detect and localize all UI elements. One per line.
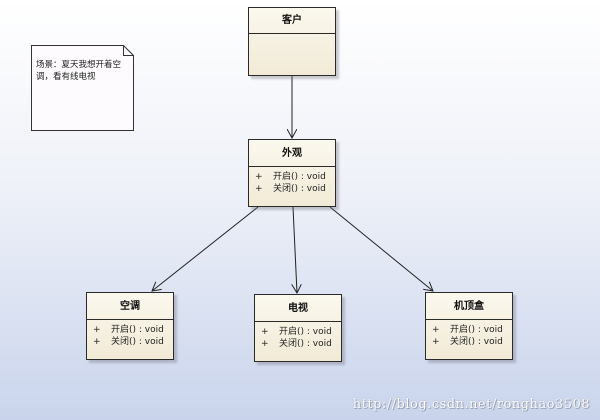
class-settopbox[interactable]: 机顶盒 + 开启() : void + 关闭() : void	[425, 292, 513, 360]
class-aircon-name: 空调	[87, 293, 173, 320]
operation-visibility: +	[261, 327, 269, 337]
operation-row: + 关闭() : void	[255, 183, 335, 195]
operation-visibility: +	[255, 172, 263, 182]
class-tv-operations: + 开启() : void + 关闭() : void	[255, 322, 341, 350]
class-client-name: 客户	[249, 8, 335, 34]
operation-signature: 开启() : void	[111, 325, 164, 335]
class-facade-operations: + 开启() : void + 关闭() : void	[249, 167, 335, 195]
operation-visibility: +	[432, 337, 440, 347]
operation-signature: 关闭() : void	[279, 339, 332, 349]
operation-row: + 开启() : void	[261, 326, 341, 338]
class-aircon[interactable]: 空调 + 开启() : void + 关闭() : void	[86, 292, 174, 360]
arrow-facade-to-settopbox	[329, 206, 433, 291]
class-client[interactable]: 客户	[248, 7, 336, 76]
arrow-facade-to-tv	[293, 206, 297, 293]
operation-visibility: +	[255, 184, 263, 194]
operation-row: + 关闭() : void	[93, 336, 173, 348]
note-shape	[31, 45, 134, 131]
operation-signature: 关闭() : void	[111, 337, 164, 347]
scenario-note[interactable]: 场景：夏天我想开着空调，看有线电视	[31, 45, 134, 131]
operation-row: + 开启() : void	[255, 171, 335, 183]
operation-signature: 开启() : void	[450, 325, 503, 335]
operation-visibility: +	[93, 325, 101, 335]
class-facade-name: 外观	[249, 140, 335, 167]
operation-row: + 开启() : void	[432, 324, 512, 336]
note-text: 场景：夏天我想开着空调，看有线电视	[36, 60, 122, 82]
operation-visibility: +	[261, 339, 269, 349]
operation-row: + 关闭() : void	[432, 336, 512, 348]
operation-signature: 开启() : void	[273, 172, 326, 182]
operation-signature: 关闭() : void	[450, 337, 503, 347]
class-aircon-operations: + 开启() : void + 关闭() : void	[87, 320, 173, 348]
class-tv[interactable]: 电视 + 开启() : void + 关闭() : void	[254, 294, 342, 362]
operation-row: + 开启() : void	[93, 324, 173, 336]
operation-signature: 关闭() : void	[273, 184, 326, 194]
operation-visibility: +	[432, 325, 440, 335]
arrow-facade-to-aircon	[152, 206, 259, 291]
operation-signature: 开启() : void	[279, 327, 332, 337]
class-tv-name: 电视	[255, 295, 341, 322]
watermark: http://blog.csdn.net/ronghao3508	[352, 397, 590, 412]
class-settopbox-operations: + 开启() : void + 关闭() : void	[426, 320, 512, 348]
operation-visibility: +	[93, 337, 101, 347]
class-facade[interactable]: 外观 + 开启() : void + 关闭() : void	[248, 139, 336, 207]
class-settopbox-name: 机顶盒	[426, 293, 512, 320]
operation-row: + 关闭() : void	[261, 338, 341, 350]
